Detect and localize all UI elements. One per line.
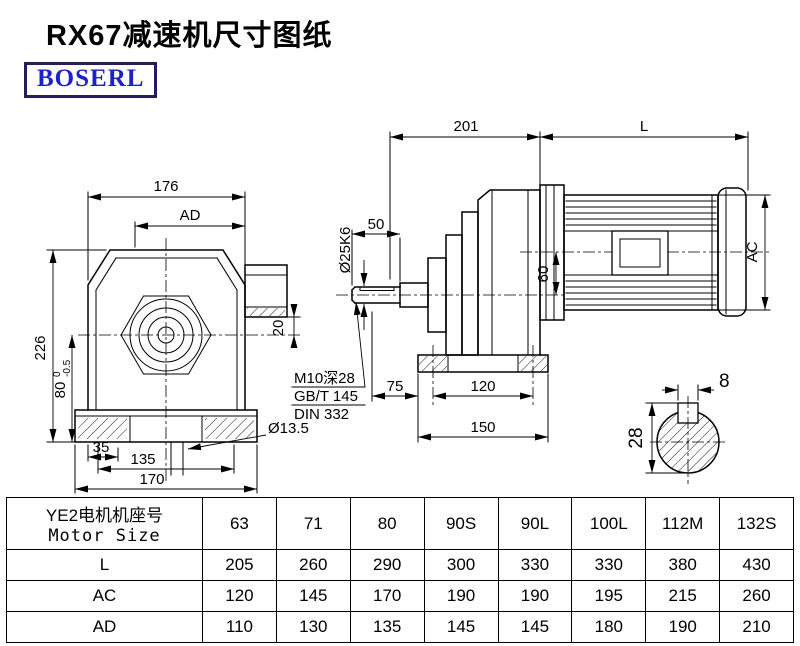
cell: 380 [645,549,721,581]
column-header: 100L [571,497,647,550]
dim-60-label: 60 [535,266,552,283]
dim-key-width-label: 8 [719,371,730,392]
dim-20-label: 20 [270,320,287,337]
cell: 190 [423,580,499,612]
column-header: 90S [423,497,499,550]
side-view-drawing [336,184,772,405]
cell: 180 [571,611,647,643]
dim-176-label: 176 [153,178,178,195]
cell: 430 [719,549,794,581]
dim-135-label: 135 [130,451,155,468]
dim-l-label: L [640,118,648,135]
cell: 145 [497,611,573,643]
svg-text:0: 0 [52,371,63,377]
svg-text:80: 80 [52,382,69,399]
note-gb-label: GB/T 145 [294,388,358,405]
dim-shaft-label: Ø25K6 [337,227,354,274]
cell: 210 [719,611,794,643]
brand-text: BOSERL [37,65,145,92]
brand-logo: BOSERL [24,62,158,98]
column-header: 80 [349,497,425,550]
cell: 130 [275,611,351,643]
cell: 330 [497,549,573,581]
column-header: 90L [497,497,573,550]
column-header: 71 [275,497,351,550]
cell: 300 [423,549,499,581]
shaft-end-section: 8 28 [626,371,730,484]
table-header-row: YE2电机机座号 Motor Size 63 71 80 90S 90L 100… [6,497,794,550]
motor-size-header-cell: YE2电机机座号 Motor Size [6,497,203,550]
cell: 205 [202,549,277,581]
technical-drawing: 176 AD 226 80 0 -0.5 35 [32,118,772,494]
table-row-AC: AC 120 145 170 190 190 195 215 260 [6,580,794,612]
page-title: RX67减速机尺寸图纸 [46,20,333,52]
cell: 145 [423,611,499,643]
column-header: 132S [719,497,794,550]
dim-80-tolerance-label: 80 0 -0.5 [52,359,73,398]
table-row-AD: AD 110 130 135 145 145 180 190 210 [6,611,794,643]
cell: 110 [202,611,277,643]
dim-hole-label: Ø13.5 [268,420,309,437]
cell: 135 [349,611,425,643]
cell: 260 [275,549,351,581]
dim-ac-label: AC [744,241,761,262]
note-thread-label: M10深28 [294,370,355,387]
front-view-dimensions: 176 AD 226 80 0 -0.5 35 [32,178,309,494]
cell: 195 [571,580,647,612]
dim-150-label: 150 [470,419,495,436]
cell: 145 [275,580,351,612]
cell: 120 [202,580,277,612]
cell: 215 [645,580,721,612]
cell: 170 [349,580,425,612]
dim-75-label: 75 [387,378,404,395]
dim-226-label: 226 [32,335,49,360]
dim-120-label: 120 [470,378,495,395]
cell: 330 [571,549,647,581]
motor-size-header-cn: YE2电机机座号 [45,506,164,525]
row-label: AC [6,580,203,612]
dim-35-label: 35 [93,439,110,456]
side-view-dimensions: 201 L 50 Ø25K6 60 AC M10深28 GB/T 145 DIN… [291,118,771,443]
column-header: 63 [202,497,277,550]
dim-ad-label: AD [180,207,201,224]
cell: 190 [497,580,573,612]
dim-170-label: 170 [139,471,164,488]
front-view-drawing [74,238,302,482]
column-header: 112M [645,497,721,550]
dim-201-label: 201 [453,118,478,135]
motor-dimensions-table: YE2电机机座号 Motor Size 63 71 80 90S 90L 100… [6,497,794,643]
table-row-L: L 205 260 290 300 330 330 380 430 [6,549,794,581]
row-label: L [6,549,203,581]
row-label: AD [6,611,203,643]
dim-50-label: 50 [368,216,385,233]
cell: 190 [645,611,721,643]
svg-text:-0.5: -0.5 [62,359,73,377]
dim-key-height-label: 28 [626,427,647,448]
cell: 290 [349,549,425,581]
cell: 260 [719,580,794,612]
note-din-label: DIN 332 [294,406,349,423]
motor-size-header-en: Motor Size [48,526,161,546]
